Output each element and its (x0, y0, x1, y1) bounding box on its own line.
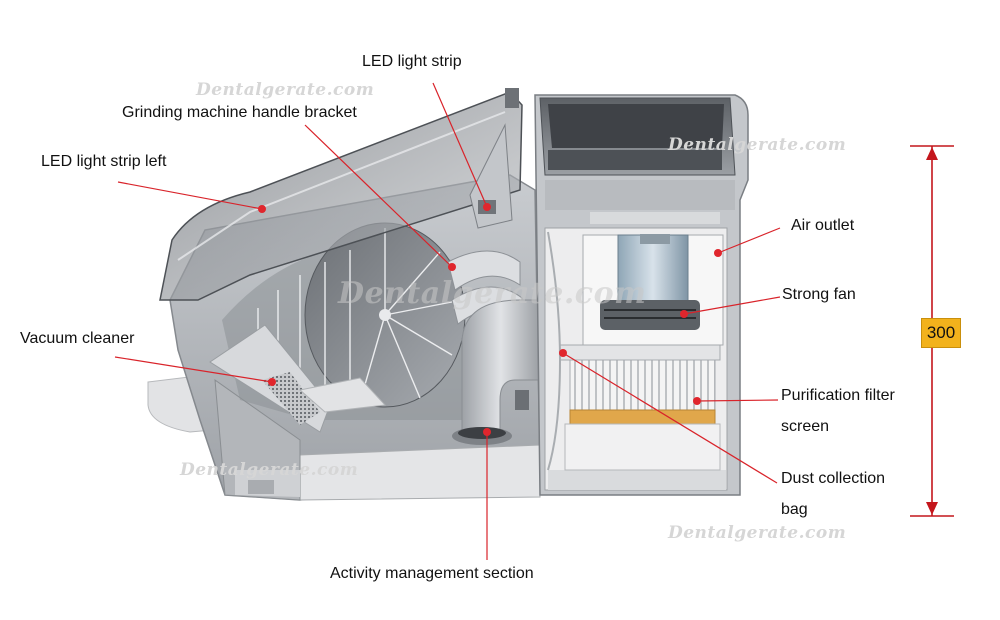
label-handle-bracket: Grinding machine handle bracket (122, 104, 357, 121)
vacuum-tube (452, 299, 549, 445)
transparent-lid (159, 88, 523, 301)
label-filter-line2: screen (781, 418, 830, 435)
watermark-text: Dentalgerate.com (668, 135, 847, 155)
label-dust-line1: Dust collection (781, 470, 886, 487)
dust-bag (547, 231, 562, 471)
label-led-light-strip-left: LED light strip left (41, 153, 167, 170)
leader-handle-bracket (304, 124, 453, 268)
watermark-text: Dentalgerate.com (668, 523, 847, 543)
vacuum-ramp (209, 324, 387, 433)
leader-filter (696, 399, 779, 402)
label-air-outlet: Air outlet (791, 217, 855, 234)
label-strong-fan: Strong fan (782, 286, 856, 303)
watermark-text: Dentalgerate.com (196, 80, 375, 100)
leader-led-strip (432, 82, 488, 208)
label-activity-management-section: Activity management section (330, 565, 534, 582)
watermark-text: Dentalgerate.com (180, 460, 359, 480)
label-vacuum-cleaner: Vacuum cleaner (20, 330, 135, 347)
fan-chamber (582, 234, 724, 346)
leader-strong-fan (683, 296, 781, 315)
filter-screen (559, 344, 721, 471)
label-dust-line2: bag (781, 501, 808, 518)
dimension-badge: 300 (921, 318, 961, 348)
top-tray (539, 97, 736, 224)
leader-lines (114, 82, 781, 560)
dimension-line (910, 145, 954, 517)
leader-vacuum-cleaner (114, 356, 273, 383)
label-led-light-strip: LED light strip (362, 53, 462, 70)
label-filter-line1: Purification filter (781, 387, 895, 404)
watermark-text: Dentalgerate.com (338, 276, 647, 311)
leader-air-outlet (717, 227, 781, 254)
leader-dots (258, 203, 722, 436)
leader-led-strip-left (117, 181, 263, 210)
leader-dust-bag (562, 352, 778, 484)
